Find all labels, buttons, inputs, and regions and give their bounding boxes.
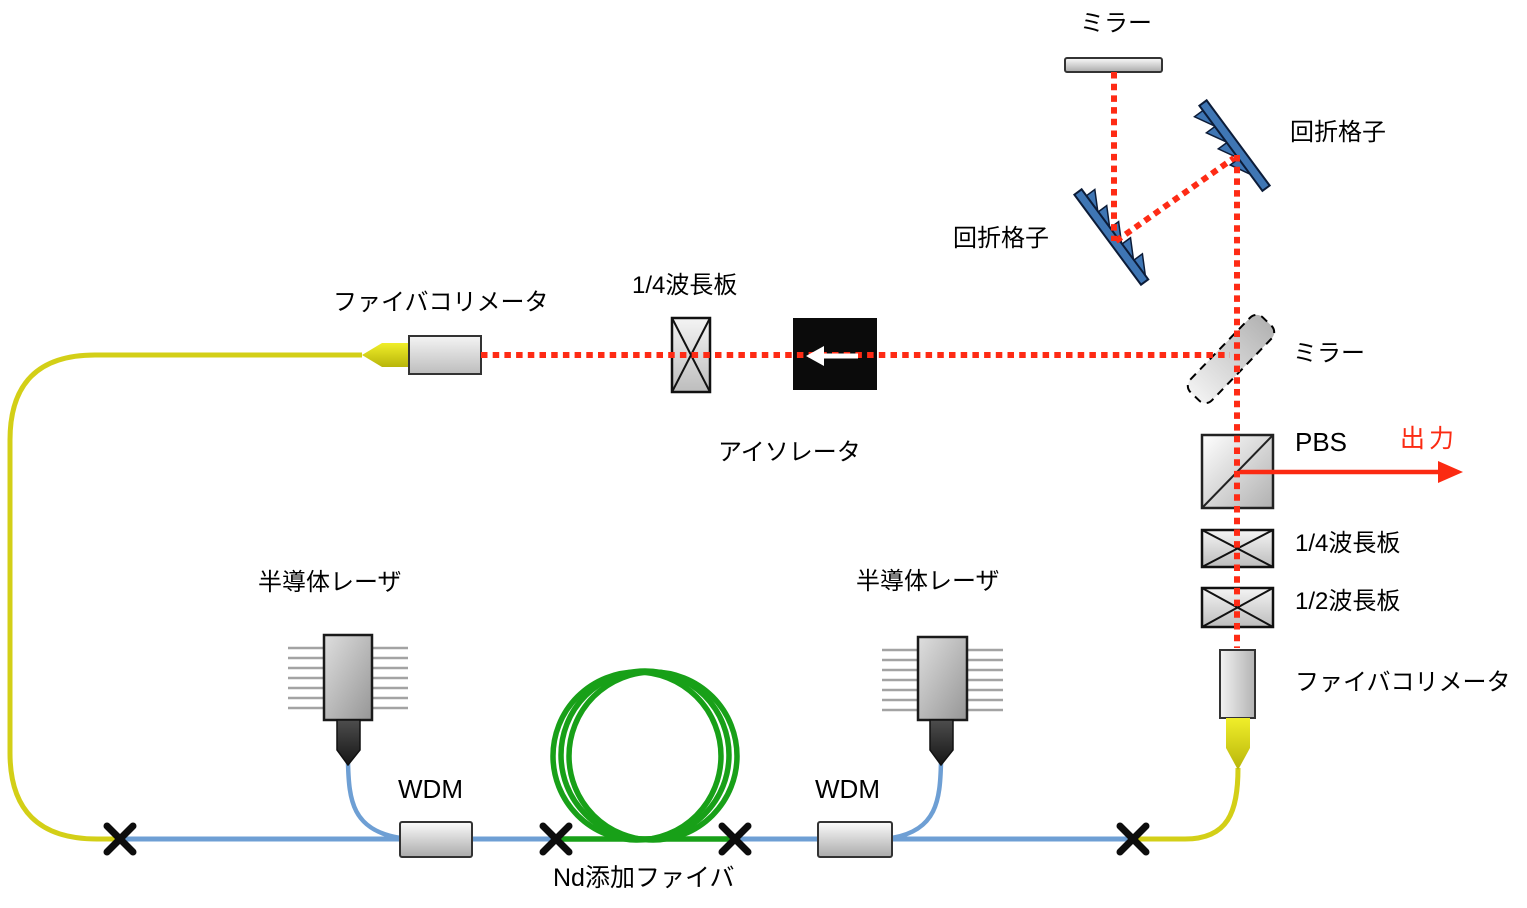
splice-marks: [103, 822, 1150, 856]
label-laser-left: 半導体レーザ: [258, 569, 402, 596]
quarter-wave-right-shape: [1200, 528, 1275, 569]
yellow-fiber-left-loop: [7, 352, 362, 842]
label-grating-upper: 回折格子: [1290, 119, 1386, 146]
grating-bar: [1197, 98, 1272, 193]
label-wdm-left: WDM: [398, 774, 463, 804]
yellow-fiber-right: [1133, 767, 1241, 842]
grating-upper-shape: [1193, 98, 1272, 193]
label-mirror-flip: ミラー: [1293, 340, 1365, 367]
laser-left-shape: [288, 633, 408, 767]
laser-body: [916, 635, 969, 722]
label-laser-right: 半導体レーザ: [856, 568, 1000, 595]
pump-fiber-left: [345, 762, 401, 841]
splice-x-mark: [1116, 822, 1150, 856]
collimator-left-shape: [408, 335, 482, 375]
laser-body: [322, 633, 374, 722]
collimator-right-shape: [1219, 649, 1256, 719]
splice-x-mark: [103, 822, 137, 856]
collimator-right-fiber-tip: [1226, 718, 1250, 770]
collimator-left-fiber-tip: [362, 343, 409, 367]
laser-right-shape: [882, 635, 1003, 767]
coil-loop: [550, 669, 724, 843]
waveplate-diagonal: [1201, 587, 1274, 628]
label-grating-lower: 回折格子: [953, 225, 1049, 252]
splice-x-mark: [718, 822, 752, 856]
beam-grating-to-grating: [1114, 155, 1236, 244]
label-mirror-top: ミラー: [1080, 10, 1152, 37]
laser-nozzle: [336, 719, 361, 767]
label-output: 出力: [1400, 425, 1459, 453]
laser-nozzle: [929, 719, 954, 767]
grating-lower-shape: [1072, 187, 1150, 287]
nd-fiber-coil: [550, 668, 740, 843]
output-arrow-icon: [1240, 461, 1463, 483]
label-wdm-right: WDM: [815, 774, 880, 804]
label-collimator-left: ファイバコリメータ: [333, 289, 549, 316]
wdm-right-shape: [817, 821, 893, 858]
waveplate-diagonal: [671, 317, 711, 393]
isolator-arrow-icon: [806, 346, 858, 366]
coil-loop: [566, 669, 740, 843]
label-half-wave-right: 1/2波長板: [1295, 588, 1401, 615]
mirror-flip-shape: [1186, 313, 1276, 405]
wdm-left-shape: [399, 821, 473, 858]
label-nd-fiber: Nd添加ファイバ: [553, 864, 735, 892]
splice-x-mark: [539, 822, 573, 856]
label-isolator: アイソレータ: [718, 439, 861, 466]
label-quarter-wave-free: 1/4波長板: [632, 272, 738, 299]
label-quarter-wave-right: 1/4波長板: [1295, 530, 1401, 557]
mirror-top-shape: [1064, 57, 1163, 73]
pump-fiber-right: [891, 762, 944, 841]
coil-loop: [558, 668, 732, 842]
label-pbs: PBS: [1295, 427, 1348, 457]
label-collimator-right: ファイバコリメータ: [1295, 669, 1511, 696]
mirror-flip-rect: [1186, 313, 1276, 405]
waveplate-diagonal: [1201, 529, 1274, 568]
